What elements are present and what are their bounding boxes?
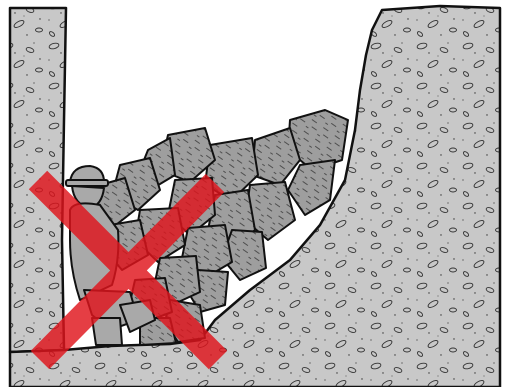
trench-safety-illustration bbox=[0, 0, 505, 387]
trench-collapse-scene bbox=[0, 0, 505, 387]
